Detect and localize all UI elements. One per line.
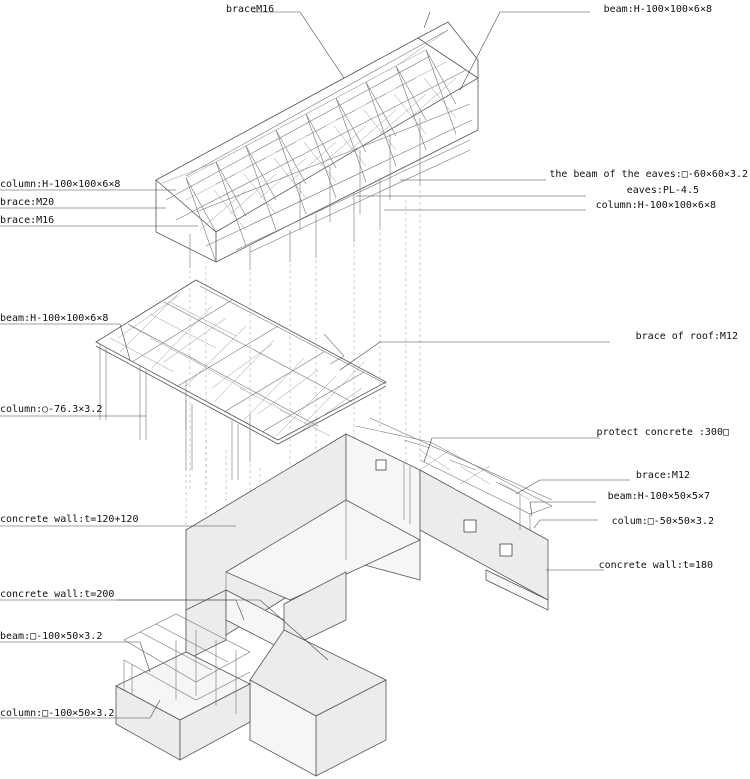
concrete-building (115, 417, 553, 777)
leader-lines (0, 11, 630, 719)
label-beam-h100-top: beam:H-100×100×6×8 (604, 4, 712, 15)
callout-labels: braceM16 beam:H-100×100×6×8 column:H-100… (0, 4, 748, 719)
label-concrete-wall-180: concrete wall:t=180 (599, 560, 713, 571)
label-concrete-wall-200: concrete wall:t=200 (0, 589, 114, 600)
label-column-pipe: column:○-76.3×3.2 (0, 404, 102, 415)
label-concrete-wall-120: concrete wall:t=120+120 (0, 514, 138, 525)
label-brace-m12: brace:M12 (636, 470, 690, 481)
label-eaves-beam: the beam of the eaves:□-60×60×3.2 (549, 169, 748, 180)
label-brace-m16-left: brace:M16 (0, 215, 54, 226)
roof-columns (189, 178, 381, 270)
label-brace-of-roof: brace of roof:M12 (636, 331, 738, 342)
label-eaves: eaves:PL-4.5 (627, 185, 699, 196)
label-column-h100-right: column:H-100×100×6×8 (596, 200, 716, 211)
label-colum-50: colum:□-50×50×3.2 (612, 516, 714, 527)
label-beam-100x50: beam:□-100×50×3.2 (0, 631, 102, 642)
label-brace-m16-top: braceM16 (226, 4, 274, 15)
alignment-lines (185, 190, 421, 560)
window (463, 519, 477, 533)
label-brace-m20: brace:M20 (0, 197, 54, 208)
label-beam-h100-mid: beam:H-100×100×6×8 (0, 313, 108, 324)
roof-truss-structure (155, 21, 479, 263)
label-beam-h100x50: beam:H-100×50×5×7 (608, 491, 710, 502)
window (375, 459, 387, 471)
middle-roof-frame (95, 279, 387, 462)
label-column-h100-left: column:H-100×100×6×8 (0, 179, 120, 190)
window (499, 543, 513, 557)
middle-columns (99, 344, 239, 480)
label-column-100x50: column:□-100×50×3.2 (0, 708, 114, 719)
label-protect-concrete: protect concrete :300□ (597, 427, 729, 438)
